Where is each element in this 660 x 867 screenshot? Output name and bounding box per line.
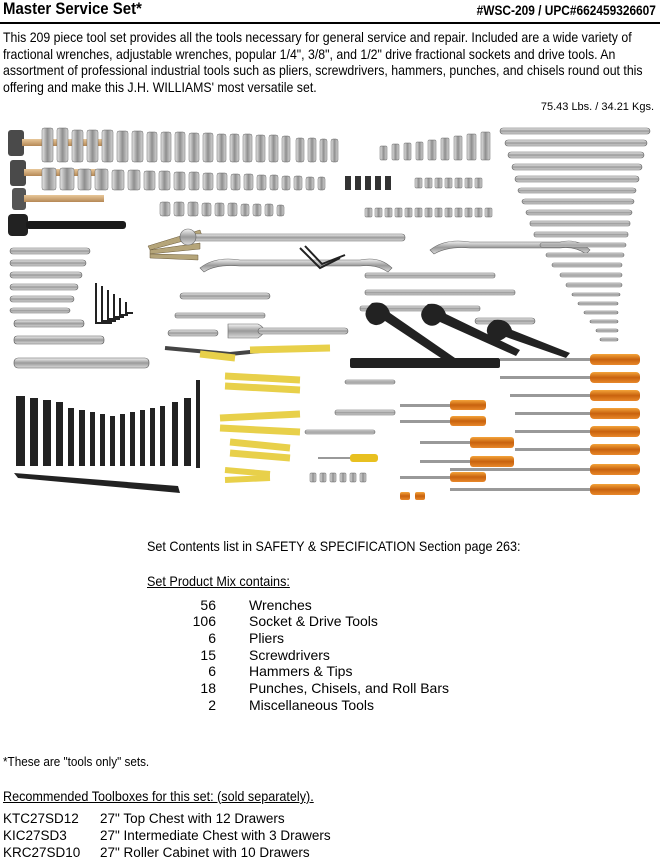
tool-set-photo <box>8 127 651 500</box>
toolboxes-title: Recommended Toolboxes for this set: (sol… <box>3 788 314 804</box>
adjustable-wrenches <box>13 319 150 369</box>
mix-count: 2 <box>208 697 216 713</box>
toolbox-code: KTC27SD12 <box>3 811 79 826</box>
drive-tools <box>167 228 591 435</box>
mix-label: Socket & Drive Tools <box>249 613 378 629</box>
screwdrivers <box>318 354 640 500</box>
toolbox-desc: 27" Top Chest with 12 Drawers <box>100 811 285 826</box>
bit-sockets <box>345 176 391 190</box>
small-sockets-2 <box>414 177 483 189</box>
sockets-bottom <box>309 472 367 483</box>
footnote: *These are "tools only" sets. <box>3 754 150 769</box>
mix-count: 15 <box>200 647 216 663</box>
page-title: Master Service Set* <box>3 0 142 18</box>
toolbox-code: KIC27SD3 <box>3 828 67 843</box>
product-mix-title: Set Product Mix contains: <box>147 573 290 589</box>
small-sockets-3 <box>364 207 493 218</box>
spanner-wrenches <box>350 302 570 368</box>
mix-label: Miscellaneous Tools <box>249 697 375 713</box>
mix-count: 6 <box>208 630 216 646</box>
mix-label: Pliers <box>249 630 285 646</box>
sockets-row2 <box>41 167 326 191</box>
pliers <box>164 344 331 483</box>
contents-reference: Set Contents list in SAFETY & SPECIFICAT… <box>147 538 521 554</box>
punches-chisels <box>14 380 200 493</box>
sockets-row1 <box>41 127 339 163</box>
product-description: This 209 piece tool set provides all the… <box>3 29 643 95</box>
hex-key-fold <box>299 245 346 270</box>
short-wrenches-left <box>9 247 91 314</box>
mix-count: 6 <box>208 663 216 679</box>
header: Master Service Set* #WSC-209 / UPC#66245… <box>0 0 660 24</box>
mix-count: 18 <box>200 680 216 696</box>
toolbox-desc: 27" Intermediate Chest with 3 Drawers <box>100 828 331 843</box>
mix-count: 56 <box>200 597 216 613</box>
mix-count: 106 <box>192 613 216 629</box>
sockets-small-row <box>379 131 491 161</box>
mix-label: Punches, Chisels, and Roll Bars <box>249 680 449 696</box>
sku-upc: #WSC-209 / UPC#662459326607 <box>476 2 656 18</box>
combination-wrenches-right <box>499 127 651 342</box>
toolbox-code: KRC27SD10 <box>3 845 81 860</box>
product-weight: 75.43 Lbs. / 34.21 Kgs. <box>540 101 654 113</box>
sockets-row3 <box>159 201 285 217</box>
mix-label: Screwdrivers <box>249 647 330 663</box>
mix-label: Wrenches <box>249 597 312 613</box>
allen-keys <box>95 283 133 324</box>
toolbox-desc: 27" Roller Cabinet with 10 Drawers <box>100 845 310 860</box>
mix-label: Hammers & Tips <box>249 663 353 679</box>
